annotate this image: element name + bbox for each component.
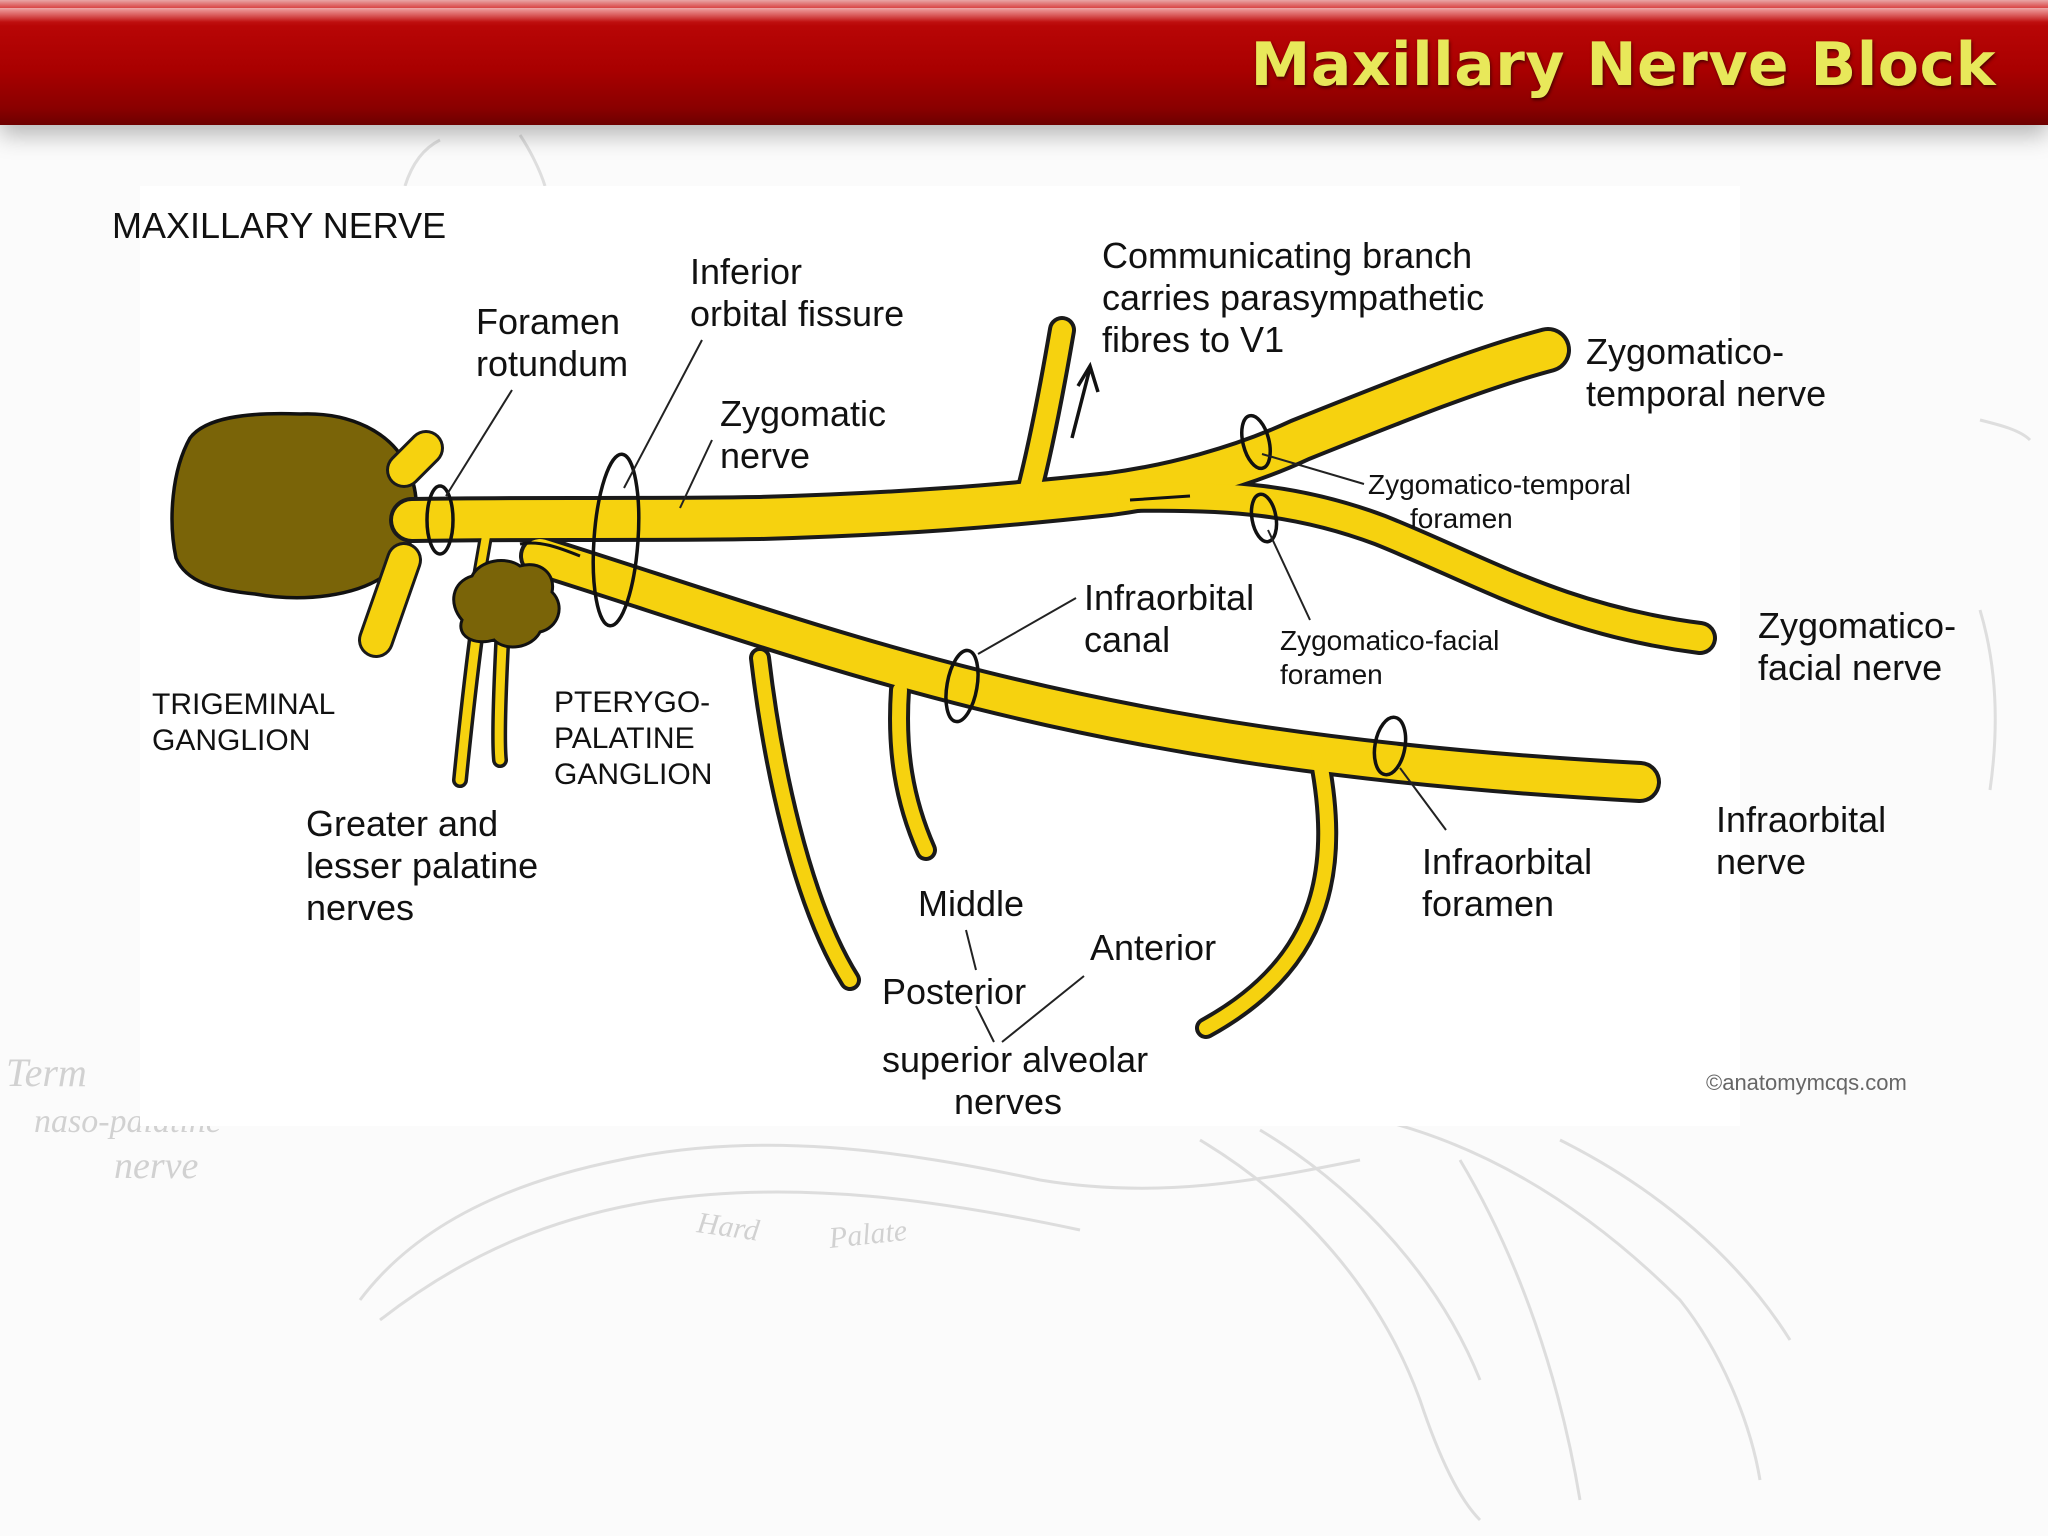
label-foramen-rotundum: Foramen rotundum — [476, 301, 628, 384]
svg-text:rotundum: rotundum — [476, 343, 628, 384]
svg-text:foramen: foramen — [1422, 883, 1554, 924]
label-zygomatico-facial-nerve: Zygomatico- facial nerve — [1758, 605, 1956, 688]
label-zygomatico-facial-foramen: Zygomatico-facial foramen — [1280, 625, 1499, 690]
svg-text:nerve: nerve — [1716, 841, 1806, 882]
svg-text:fibres to V1: fibres to V1 — [1102, 319, 1284, 360]
middle-superior-alveolar-nerve — [892, 683, 933, 857]
svg-text:nerves: nerves — [306, 887, 414, 928]
diagram-heading: MAXILLARY NERVE — [112, 205, 446, 246]
svg-text:temporal nerve: temporal nerve — [1586, 373, 1826, 414]
label-inferior-orbital-fissure: Inferior orbital fissure — [690, 251, 904, 334]
svg-text:Zygomatic: Zygomatic — [720, 393, 886, 434]
trigeminal-root-lower — [361, 545, 419, 655]
copyright-credit: ©anatomymcqs.com — [1706, 1070, 1907, 1095]
label-infraorbital-canal: Infraorbital canal — [1084, 577, 1254, 660]
svg-text:canal: canal — [1084, 619, 1170, 660]
label-superior-alveolar-nerves: superior alveolar nerves — [882, 1039, 1148, 1122]
svg-text:nerve: nerve — [720, 435, 810, 476]
anterior-superior-alveolar-nerve — [1199, 745, 1335, 1035]
svg-text:Zygomatico-facial: Zygomatico-facial — [1280, 625, 1499, 656]
svg-text:Zygomatico-: Zygomatico- — [1758, 605, 1956, 646]
infraorbital-canal-ring — [944, 648, 980, 724]
leader-lines — [445, 339, 1447, 1043]
svg-text:PTERYGO-: PTERYGO- — [554, 686, 710, 719]
label-infraorbital-foramen: Infraorbital foramen — [1422, 841, 1592, 924]
svg-text:lesser palatine: lesser palatine — [306, 845, 538, 886]
label-palatine-nerves: Greater and lesser palatine nerves — [306, 803, 538, 928]
label-trigeminal-ganglion: TRIGEMINAL GANGLION — [152, 688, 335, 757]
label-pterygopalatine-ganglion: PTERYGO- PALATINE GANGLION — [554, 686, 712, 791]
svg-text:Infraorbital: Infraorbital — [1716, 799, 1886, 840]
svg-text:Greater and: Greater and — [306, 803, 498, 844]
foramen-rings — [425, 413, 1408, 777]
svg-text:GANGLION: GANGLION — [554, 758, 712, 791]
svg-text:Foramen: Foramen — [476, 301, 620, 342]
svg-text:Zygomatico-temporal: Zygomatico-temporal — [1368, 469, 1631, 500]
zygomatico-temporal-foramen-ring — [1240, 413, 1272, 471]
svg-text:Infraorbital: Infraorbital — [1422, 841, 1592, 882]
label-zygomatic-nerve: Zygomatic nerve — [720, 393, 886, 476]
svg-text:foramen: foramen — [1410, 503, 1513, 534]
label-zygomatico-temporal-foramen: Zygomatico-temporal foramen — [1368, 469, 1631, 534]
svg-text:nerves: nerves — [954, 1081, 1062, 1122]
trigeminal-ganglion — [170, 411, 419, 600]
header-sheen — [0, 8, 2048, 22]
svg-text:GANGLION: GANGLION — [152, 724, 310, 757]
zygomatico-facial-foramen-ring — [1249, 492, 1279, 544]
label-zygomatico-temporal-nerve: Zygomatico- temporal nerve — [1586, 331, 1826, 414]
svg-text:Inferior: Inferior — [690, 251, 802, 292]
label-posterior: Posterior — [882, 971, 1026, 1012]
zygomatic-split-line — [1129, 494, 1191, 502]
svg-text:PALATINE: PALATINE — [554, 722, 695, 755]
svg-text:facial nerve: facial nerve — [1758, 647, 1942, 688]
diagram-panel — [140, 186, 1740, 1126]
branch-split-line — [519, 541, 581, 558]
bg-label-term: Term — [6, 1050, 87, 1095]
zygomatico-facial-nerve-branch — [1117, 482, 1713, 651]
svg-text:Zygomatico-: Zygomatico- — [1586, 331, 1784, 372]
slide-title: Maxillary Nerve Block — [1250, 30, 1996, 100]
bg-label-palate: Palate — [826, 1214, 908, 1255]
arrow-up-icon — [1070, 361, 1100, 439]
svg-text:Infraorbital: Infraorbital — [1084, 577, 1254, 618]
foramen-rotundum-ring — [425, 484, 455, 556]
svg-text:carries parasympathetic: carries parasympathetic — [1102, 277, 1484, 318]
svg-text:orbital fissure: orbital fissure — [690, 293, 904, 334]
svg-text:Communicating branch: Communicating branch — [1102, 235, 1472, 276]
maxillary-nerve-trunk — [393, 331, 1567, 539]
communicating-branch — [1018, 320, 1072, 506]
label-anterior: Anterior — [1090, 927, 1216, 968]
label-middle: Middle — [918, 883, 1024, 924]
infraorbital-foramen-ring — [1372, 715, 1408, 777]
pterygopalatine-ganglion — [452, 559, 561, 649]
svg-text:superior alveolar: superior alveolar — [882, 1039, 1148, 1080]
bg-label-nerve: nerve — [114, 1145, 199, 1187]
inferior-orbital-fissure-ring — [591, 452, 641, 628]
svg-text:TRIGEMINAL: TRIGEMINAL — [152, 688, 335, 721]
svg-text:foramen: foramen — [1280, 659, 1383, 690]
label-infraorbital-nerve: Infraorbital nerve — [1716, 799, 1886, 882]
posterior-superior-alveolar-nerve — [753, 651, 857, 987]
slide-header-bar: Maxillary Nerve Block — [0, 0, 2048, 125]
label-communicating-branch: Communicating branch carries parasympath… — [1102, 235, 1484, 360]
